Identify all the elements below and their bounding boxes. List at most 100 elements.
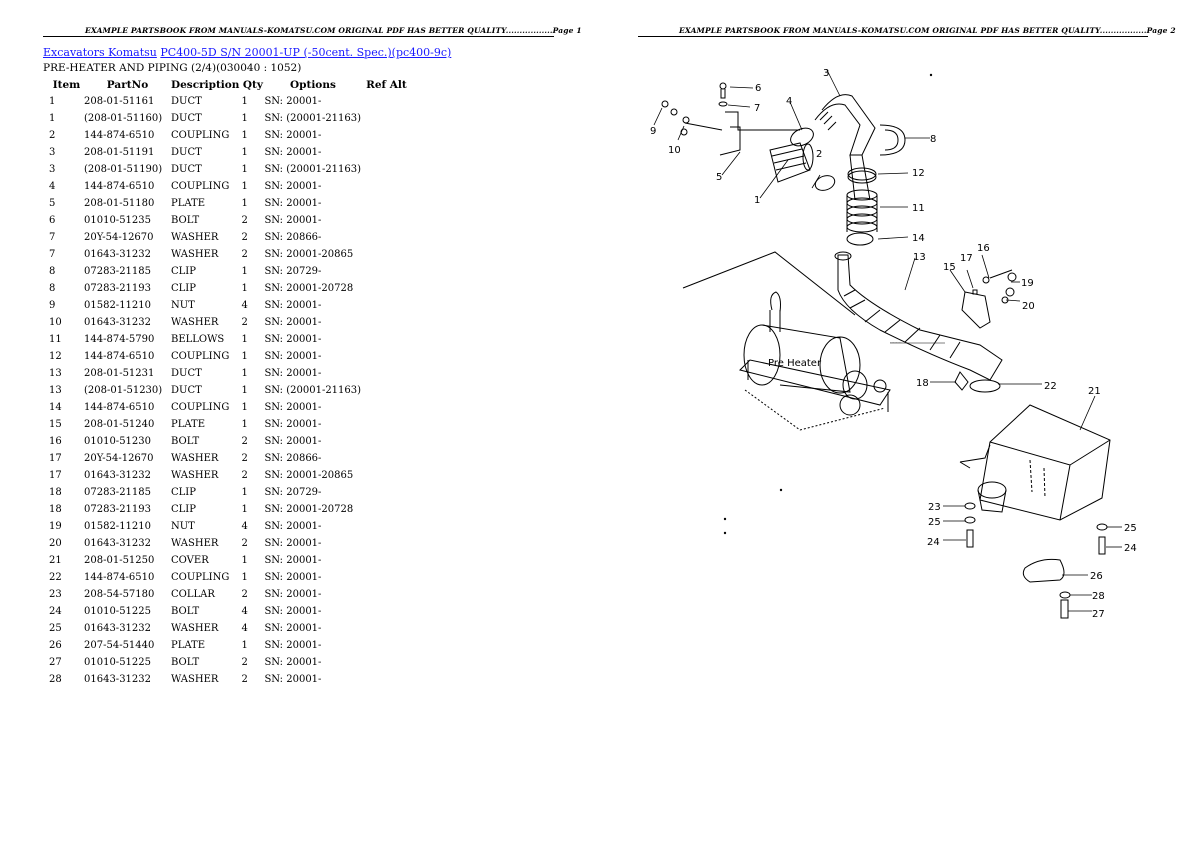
cell-item: 18 — [49, 504, 62, 515]
plate-26 — [1022, 558, 1065, 583]
cell-options: SN: 20001- — [264, 657, 322, 668]
cell-options: SN: (20001-21163) — [264, 164, 362, 175]
cell-qty: 2 — [241, 317, 248, 328]
cell-qty: 1 — [241, 640, 248, 651]
cell-partno: 208-01-51240 — [84, 419, 155, 430]
duct-13 — [834, 251, 1003, 381]
mount-bracket — [661, 82, 800, 156]
cell-ref-alt — [361, 280, 411, 297]
cell-item: 2 — [49, 130, 56, 141]
cell-item: 19 — [49, 521, 62, 532]
callout-27: 27 — [1092, 609, 1105, 620]
cell-ref-alt — [361, 365, 411, 382]
cell-ref-alt — [361, 654, 411, 671]
page1-header-rule — [43, 36, 554, 37]
col-header-item: Item — [52, 79, 81, 91]
cell-ref-alt — [361, 314, 411, 331]
breadcrumb: Excavators Komatsu PC400-5D S/N 20001-UP… — [43, 46, 451, 59]
coupling-22 — [969, 379, 1001, 393]
cell-ref-alt — [361, 399, 411, 416]
cell-qty: 2 — [241, 674, 248, 685]
cell-item: 21 — [49, 555, 62, 566]
breadcrumb-link-model[interactable]: PC400-5D S/N 20001-UP (-50cent. Spec.)(p… — [160, 46, 452, 59]
cell-description: DUCT — [171, 385, 202, 396]
cell-description: PLATE — [171, 198, 206, 209]
cell-item: 17 — [49, 470, 62, 481]
svg-text:--------: -------- — [890, 340, 902, 345]
cell-description: PLATE — [171, 419, 206, 430]
cell-partno: 01643-31232 — [84, 538, 152, 549]
cell-qty: 1 — [241, 147, 248, 158]
cell-description: CLIP — [171, 266, 196, 277]
cell-options: SN: 20001- — [264, 351, 322, 362]
cell-partno: 144-874-6510 — [84, 402, 155, 413]
col-header-ref-alt: Ref Alt — [366, 79, 407, 91]
callout-5: 5 — [716, 172, 722, 183]
cell-options: SN: 20001- — [264, 368, 322, 379]
cell-options: SN: 20001- — [264, 402, 322, 413]
callout-22: 22 — [1044, 381, 1057, 392]
cell-qty: 1 — [241, 351, 248, 362]
callout-21: 21 — [1088, 386, 1101, 397]
cell-options: SN: 20001-20728 — [264, 283, 354, 294]
duct-assembly-upper — [769, 94, 906, 201]
cell-qty: 4 — [241, 606, 248, 617]
breadcrumb-link-category[interactable]: Excavators Komatsu — [43, 46, 157, 59]
col-header-partno: PartNo — [106, 79, 149, 91]
bellows-stack — [846, 167, 878, 246]
cell-description: DUCT — [171, 96, 202, 107]
cell-options: SN: 20001- — [264, 147, 322, 158]
callout-9: 9 — [650, 126, 656, 137]
callout-17: 17 — [960, 253, 973, 264]
cell-item: 11 — [49, 334, 62, 345]
cell-item: 13 — [49, 385, 62, 396]
callout-24b: 24 — [1124, 543, 1137, 554]
cell-partno: 208-01-51250 — [84, 555, 155, 566]
cell-ref-alt — [361, 603, 411, 620]
cell-item: 12 — [49, 351, 62, 362]
callout-19: 19 — [1021, 278, 1034, 289]
cell-item: 9 — [49, 300, 56, 311]
callout-labels: 1 2 3 4 5 6 7 8 9 10 11 12 13 14 15 16 1… — [650, 68, 1137, 620]
cell-item: 6 — [49, 215, 56, 226]
cell-description: BOLT — [171, 657, 200, 668]
cell-description: DUCT — [171, 368, 202, 379]
cell-options: SN: 20001- — [264, 96, 322, 107]
preheater-unit: Pre Heater — [739, 291, 891, 431]
callout-11: 11 — [912, 203, 925, 214]
cell-partno: 07283-21193 — [84, 283, 152, 294]
cell-description: WASHER — [171, 453, 219, 464]
cell-qty: 1 — [241, 487, 248, 498]
cell-ref-alt — [361, 552, 411, 569]
cell-item: 1 — [49, 113, 56, 124]
cell-description: COUPLING — [171, 572, 230, 583]
cell-description: BELLOWS — [171, 334, 225, 345]
cell-options: SN: 20001- — [264, 198, 322, 209]
cell-options: SN: 20001- — [264, 674, 322, 685]
cell-qty: 1 — [241, 164, 248, 175]
table-header-row: Item PartNo Description Qty Options Ref … — [43, 77, 411, 93]
cell-item: 27 — [49, 657, 62, 668]
callout-8: 8 — [930, 134, 936, 145]
cell-qty: 1 — [241, 96, 248, 107]
cell-options: SN: 20001- — [264, 419, 322, 430]
cell-ref-alt — [361, 297, 411, 314]
cell-partno: 01010-51225 — [84, 657, 152, 668]
cell-description: CLIP — [171, 487, 196, 498]
